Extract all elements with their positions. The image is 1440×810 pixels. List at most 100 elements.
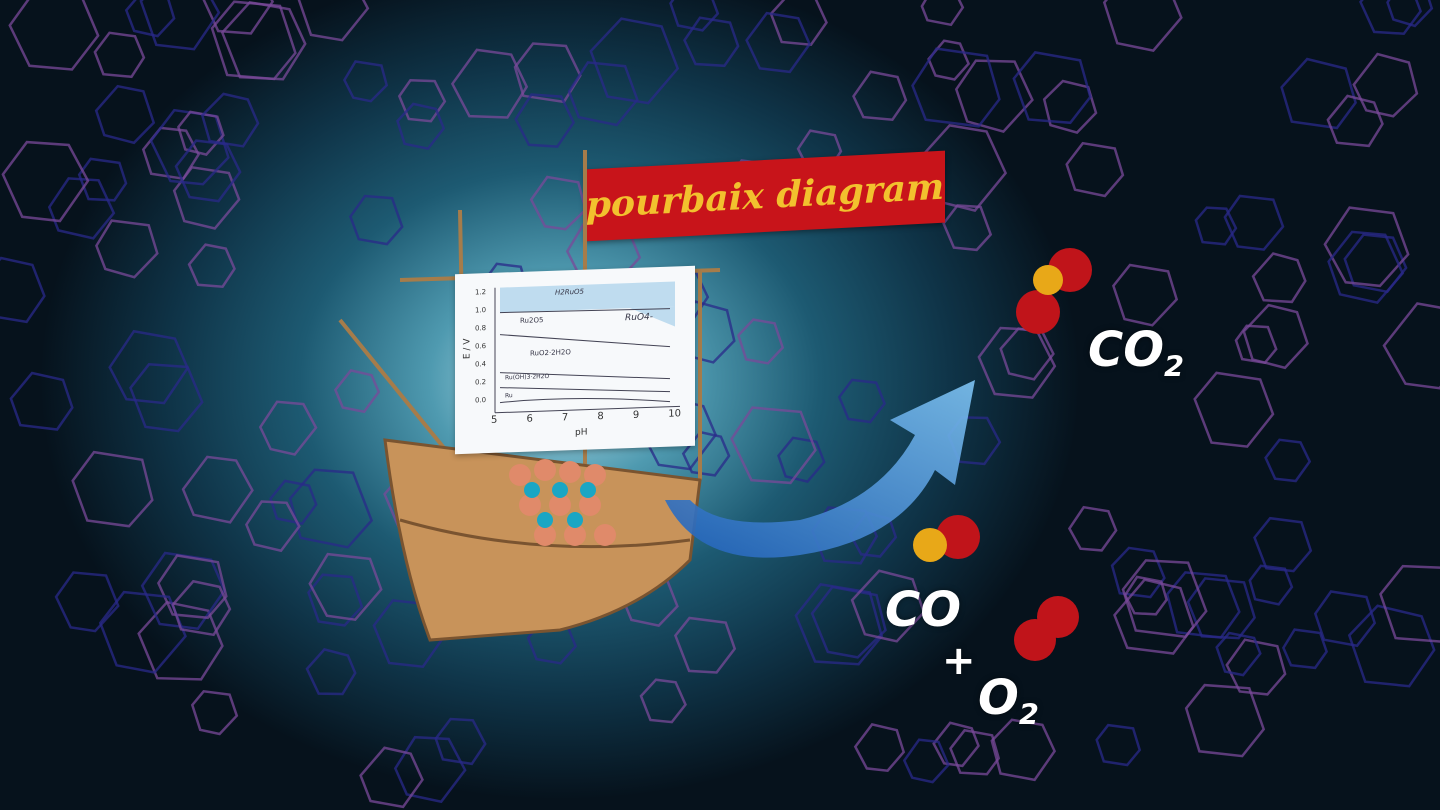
network-ring [932,721,980,768]
network-ring [297,0,370,42]
network-ring [258,400,318,456]
network-ring [333,369,381,414]
network-ring [8,0,100,71]
network-ring [244,500,301,553]
network-ring [307,573,364,627]
network-ring [54,571,120,633]
network-ring [853,722,906,773]
network-ring [1123,575,1168,616]
network-ring [342,60,389,103]
network-ring [810,585,887,659]
network-ring [589,17,680,105]
network-ring [949,728,1001,776]
network-ring [77,157,128,202]
network-ring [269,479,318,525]
network-ring [288,468,374,549]
network-ring [639,678,687,724]
network-ring [683,16,740,68]
network-ring [730,406,817,485]
network-ring [954,59,1034,134]
network-ring [911,47,1001,128]
crystal-cluster [509,459,616,546]
network-ring [450,48,529,119]
network-ring [396,102,446,150]
network-ring [140,551,226,631]
co2-label: CO2 [1088,322,1185,384]
network-ring [1165,571,1241,639]
network-ring [850,569,926,643]
network-ring [1313,590,1377,648]
network-ring [1326,94,1384,148]
network-ring [1184,683,1266,758]
network-ring [1193,371,1275,448]
network-ring [171,579,232,637]
network-ring [202,0,275,35]
network-ring [902,738,950,784]
network-ring [434,717,487,766]
network-ring [1327,230,1405,304]
network-ring [124,0,176,38]
network-ring [1223,194,1285,251]
network-ring [93,31,146,79]
network-ring [1323,206,1410,288]
network-ring [1113,578,1195,655]
network-ring [745,11,812,74]
network-ring [172,165,241,230]
network-ring [529,175,587,231]
network-ring [1253,516,1313,573]
network-ring [1386,0,1434,28]
network-ring [837,378,887,424]
network-ring [1102,0,1183,52]
co-label: CO [885,582,962,638]
network-ring [942,204,993,252]
network-ring [181,455,254,524]
network-ring [397,79,447,123]
network-ring [1012,51,1092,125]
network-ring [348,194,404,246]
network-ring [1251,252,1307,304]
network-ring [736,318,785,365]
network-ring [129,363,204,433]
network-ring [514,93,576,148]
network-ring [187,243,236,289]
network-ring [1121,559,1208,639]
network-ring [1359,0,1423,35]
network-ring [681,430,731,477]
network-ring [1215,631,1262,677]
network-ring [1,140,90,223]
network-ring [141,126,201,181]
network-ring [1234,324,1278,365]
network-ring [673,616,737,674]
reaction-arrow [665,380,975,558]
network-ring [1382,302,1440,390]
network-ring [95,219,159,279]
network-ring [777,436,826,483]
network-ring [220,0,307,81]
network-ring [920,0,965,27]
network-ring [71,450,154,528]
network-ring [794,583,884,666]
network-ring [1111,263,1179,327]
co-molecule [913,515,980,562]
network-ring [669,0,720,32]
network-ring [98,590,187,674]
network-ring [393,735,467,804]
network-ring [190,689,239,736]
network-ring [1065,141,1125,198]
network-ring [177,110,225,156]
network-ring [308,552,383,622]
network-ring [94,84,156,145]
network-ring [9,371,74,431]
network-ring [137,600,224,681]
network-ring [0,256,46,324]
network-ring [1095,723,1142,767]
co2-molecule [1016,248,1092,334]
network-ring [1379,564,1440,643]
network-ring [1110,546,1166,599]
network-ring [200,92,260,148]
network-ring [156,554,228,620]
network-ring [567,61,639,127]
network-ring [139,0,221,51]
